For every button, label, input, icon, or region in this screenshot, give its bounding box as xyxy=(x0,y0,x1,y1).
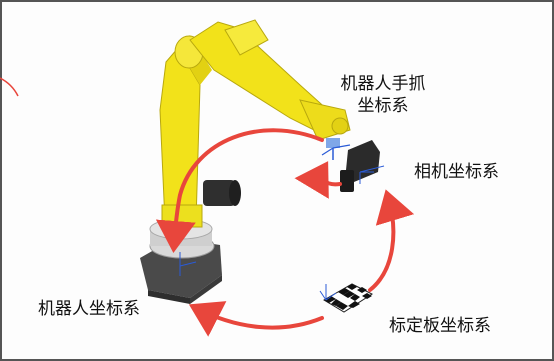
arrow-gripper-to-robot xyxy=(155,128,324,253)
arrow-board-to-robot xyxy=(188,301,324,337)
board-frame-label: 标定板坐标系 xyxy=(389,316,491,336)
gripper-label-line1: 机器人手抓 xyxy=(340,74,426,94)
robot-frame-label: 机器人坐标系 xyxy=(38,299,140,319)
robot-base-axes xyxy=(179,252,197,276)
gripper-label-line2: 坐标系 xyxy=(357,96,409,116)
arrow-board-to-camera xyxy=(368,189,415,292)
robot-upper-arm xyxy=(189,19,351,141)
edge-mark xyxy=(0,77,19,97)
camera-frame-label: 相机坐标系 xyxy=(414,162,499,182)
gripper-tool xyxy=(321,138,351,160)
camera xyxy=(340,140,385,192)
calibration-board xyxy=(319,283,374,313)
arrow-camera-to-gripper xyxy=(294,161,342,199)
gripper-frame-label: 机器人手抓 坐标系 xyxy=(318,73,448,117)
robot-base xyxy=(140,218,222,304)
